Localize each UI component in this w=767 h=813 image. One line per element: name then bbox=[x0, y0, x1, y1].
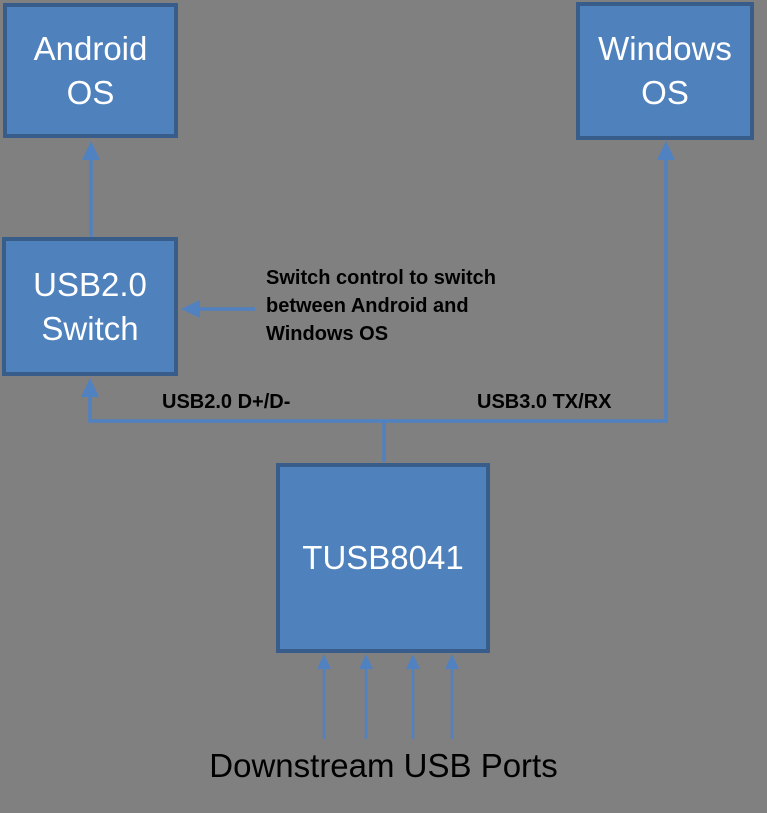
node-usb2-switch-label-line1: USB2.0 bbox=[33, 265, 147, 303]
node-usb2-switch-label-line2: Switch bbox=[41, 309, 139, 347]
switch-control-note: Switch control to switch between Android… bbox=[266, 264, 546, 348]
switch-control-note-line1: Switch control to switch bbox=[266, 267, 497, 289]
connector-downstream-arrows bbox=[317, 654, 459, 739]
node-windows-os-label-line1: Windows bbox=[598, 30, 732, 67]
downstream-ports-label: Downstream USB Ports bbox=[209, 747, 558, 784]
connector-switch-to-android bbox=[82, 141, 100, 237]
node-tusb8041: TUSB8041 bbox=[276, 463, 490, 653]
connector-hub-bus bbox=[81, 141, 675, 462]
node-android-os-label-line2: OS bbox=[66, 73, 115, 111]
edge-label-usb3-bus: USB3.0 TX/RX bbox=[477, 391, 612, 413]
node-tusb8041-label: TUSB8041 bbox=[302, 539, 464, 576]
node-usb2-switch: USB2.0 Switch bbox=[2, 237, 178, 376]
arrowhead-to-windows bbox=[657, 141, 675, 160]
arrowhead-to-switch bbox=[81, 378, 99, 397]
switch-control-note-line3: Windows OS bbox=[266, 323, 389, 345]
node-windows-os: Windows OS bbox=[576, 2, 754, 140]
edge-label-usb2-bus: USB2.0 D+/D- bbox=[162, 391, 291, 413]
node-android-os: Android OS bbox=[3, 3, 178, 138]
switch-control-note-line2: between Android and bbox=[266, 295, 469, 317]
node-windows-os-label-line2: OS bbox=[641, 74, 689, 111]
connector-control-to-switch bbox=[181, 300, 255, 318]
node-android-os-label-line1: Android bbox=[33, 29, 148, 67]
